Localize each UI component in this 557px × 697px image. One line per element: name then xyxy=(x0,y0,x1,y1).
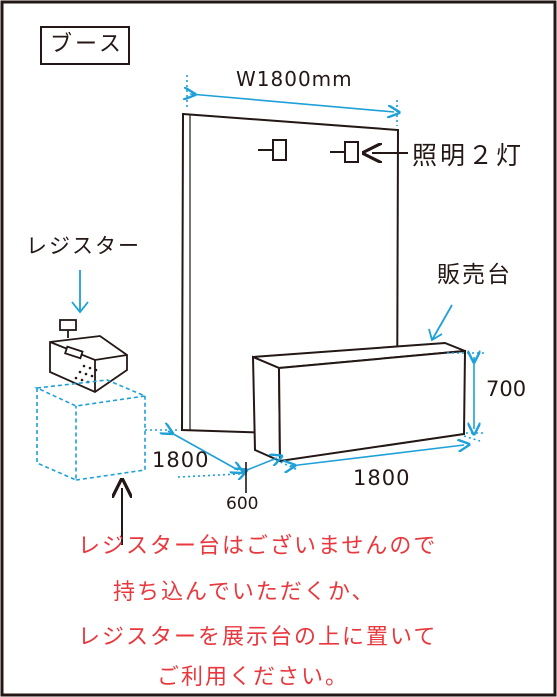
floor-gap-label: 600 xyxy=(226,494,259,514)
notice-line-1: レジスター台はございませんので xyxy=(78,534,438,559)
counter-arrow xyxy=(428,304,453,342)
counter-height-dimension xyxy=(447,353,486,433)
cash-register xyxy=(49,319,128,394)
lighting-label: 照明２灯 xyxy=(412,141,525,170)
notice-line-4: ご利用ください。 xyxy=(157,665,350,690)
counter-length-dimension xyxy=(290,435,481,466)
light-fixture-right xyxy=(330,141,359,163)
title-box xyxy=(40,26,130,65)
register-label: レジスター xyxy=(26,234,141,258)
panel-width-dimension xyxy=(187,75,397,126)
sales-counter-label: 販売台 xyxy=(437,262,512,288)
floor-depth-label: 1800 xyxy=(152,448,210,472)
sales-counter xyxy=(251,341,467,463)
page-title: ブース xyxy=(50,32,124,57)
floor-depth-dimension xyxy=(145,430,240,478)
counter-height-label: 700 xyxy=(486,377,527,401)
notice-line-3: レジスターを展示台の上に置いて xyxy=(78,625,438,650)
counter-length-label: 1800 xyxy=(353,466,411,490)
light-fixture-left xyxy=(258,139,287,161)
register-stand-outline xyxy=(34,379,148,482)
notice-line-2: 持ち込んでいただくか、 xyxy=(113,580,376,605)
register-arrow xyxy=(71,270,89,314)
panel-width-label: W1800mm xyxy=(236,67,353,91)
